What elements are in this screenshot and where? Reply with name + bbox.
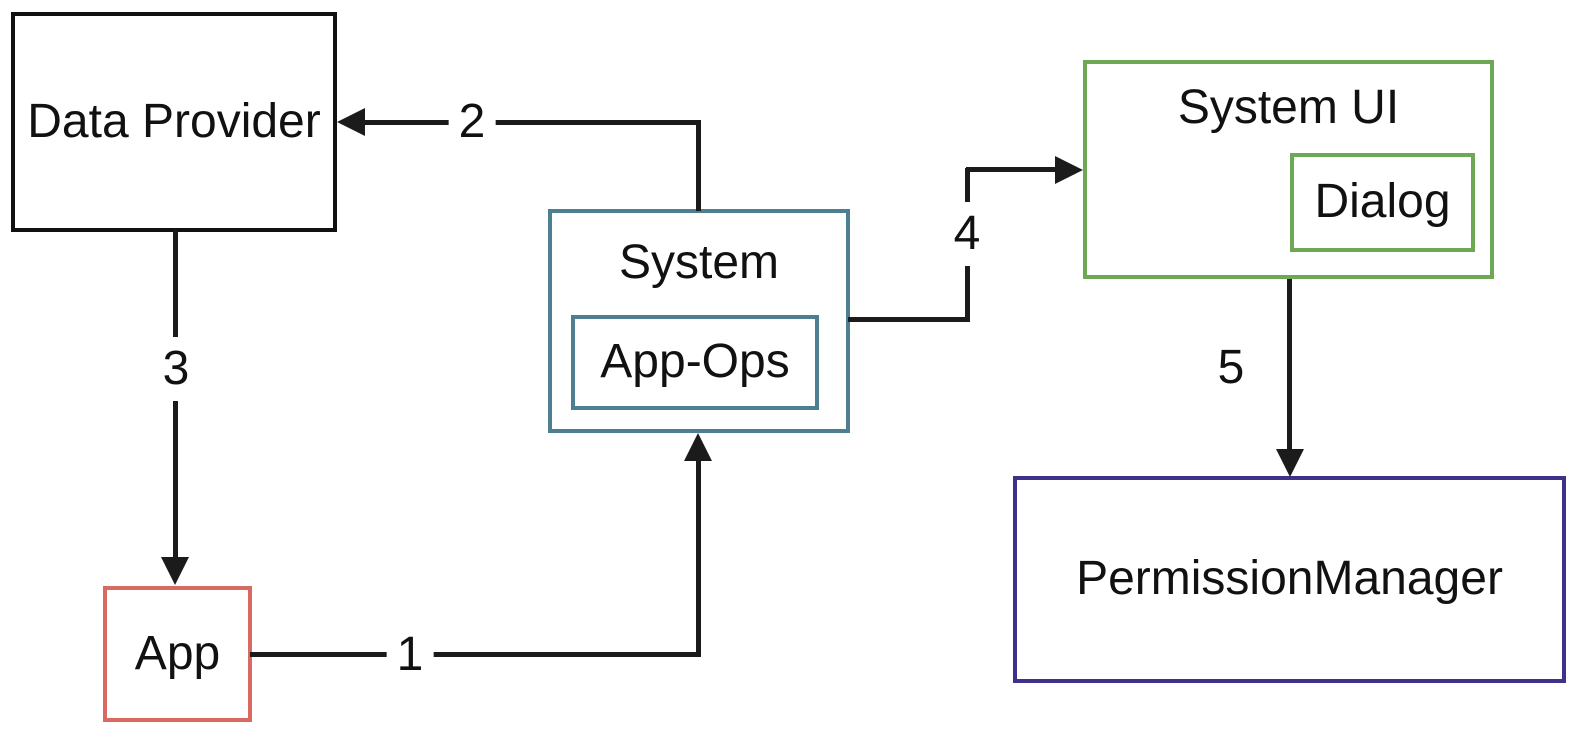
edge-2-line-vertical xyxy=(696,120,701,211)
node-system: System App-Ops xyxy=(548,209,850,433)
edge-2-line-horizontal xyxy=(362,120,701,125)
edge-5-arrowhead-down-icon xyxy=(1276,449,1304,477)
node-dialog-label: Dialog xyxy=(1314,175,1451,229)
edge-2-label: 2 xyxy=(448,90,496,154)
edge-1-arrowhead-up-icon xyxy=(684,433,712,461)
node-system-ui-label: System UI xyxy=(1177,80,1400,134)
node-system-ui-title: System UI xyxy=(1087,64,1490,152)
node-system-title: System xyxy=(552,213,846,313)
node-app: App xyxy=(103,586,252,722)
node-system-label: System xyxy=(618,235,780,289)
node-app-ops: App-Ops xyxy=(571,315,819,410)
edge-5-label: 5 xyxy=(1217,341,1245,394)
node-permission-manager-label: PermissionManager xyxy=(1076,552,1503,606)
edge-4-label: 4 xyxy=(943,202,991,266)
edge-3-label: 3 xyxy=(152,337,200,401)
edge-1-line-vertical xyxy=(696,460,701,657)
node-app-ops-label: App-Ops xyxy=(600,335,790,389)
node-data-provider-label: Data Provider xyxy=(27,94,321,148)
node-permission-manager: PermissionManager xyxy=(1013,476,1566,683)
edge-2-arrowhead-left-icon xyxy=(337,108,365,136)
node-data-provider: Data Provider xyxy=(11,12,337,232)
edge-1-line-horizontal xyxy=(250,652,701,657)
edge-3-arrowhead-down-icon xyxy=(161,557,189,585)
edge-4-arrowhead-right-icon xyxy=(1055,156,1083,184)
node-dialog: Dialog xyxy=(1290,153,1475,252)
edge-1-label: 1 xyxy=(386,623,434,687)
edge-5-line-vertical xyxy=(1287,279,1292,450)
edge-4-line-horizontal-upper xyxy=(966,167,1056,172)
node-system-ui: System UI Dialog xyxy=(1083,60,1494,279)
edge-4-line-horizontal-lower xyxy=(848,317,970,322)
node-app-label: App xyxy=(134,626,221,680)
